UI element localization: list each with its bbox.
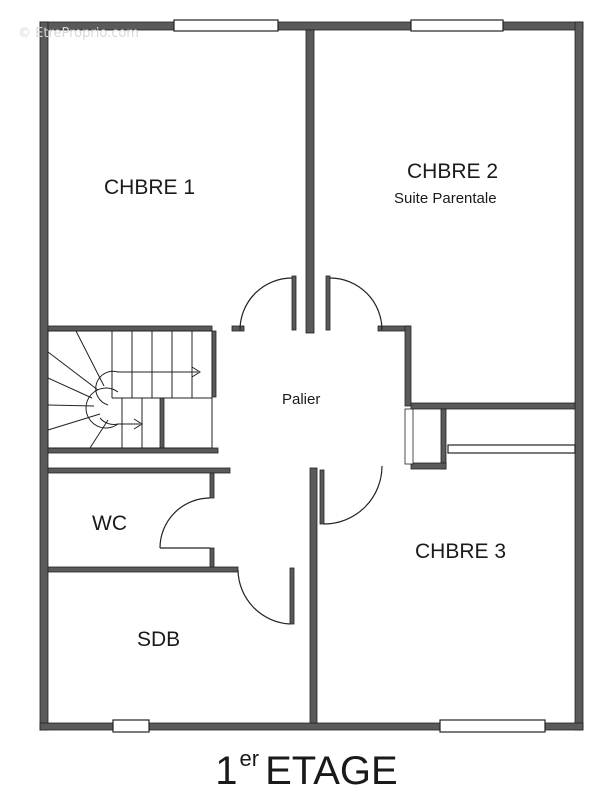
door-swing-chbre2 xyxy=(329,277,383,331)
walls xyxy=(39,21,584,731)
wall-chbre3-left xyxy=(309,467,318,724)
closet-rail xyxy=(447,444,576,454)
wall-chbre1-bottom-right xyxy=(231,325,245,332)
wall-left xyxy=(39,21,49,731)
window-chbre1 xyxy=(173,19,279,32)
stair-winder xyxy=(47,351,99,391)
stair-winder xyxy=(47,377,93,399)
floor-number: 1 xyxy=(215,749,238,793)
stair-arrow-head xyxy=(191,366,201,378)
wall-wc-top xyxy=(47,467,231,474)
jamb-sdb xyxy=(289,567,295,625)
door-swing-chbre3 xyxy=(323,465,383,525)
floor-name: ETAGE xyxy=(265,749,398,793)
window-sdb xyxy=(112,719,150,733)
stair-winder xyxy=(89,419,109,449)
stair-outline xyxy=(47,330,213,449)
floor-suffix: er xyxy=(239,746,260,771)
wall-chbre1-chbre2 xyxy=(305,29,315,334)
room-label-wc: WC xyxy=(92,512,127,535)
stair-arrow-head xyxy=(133,418,143,430)
door-swings xyxy=(159,277,383,625)
jamb-d1 xyxy=(291,275,297,331)
stair-newel xyxy=(85,387,119,429)
watermark: © EtreProprio.com xyxy=(18,26,139,41)
jamb-wc-top xyxy=(209,472,215,499)
wall-stair-bottom xyxy=(47,447,219,454)
wall-closet-right xyxy=(440,408,447,470)
window-chbre2 xyxy=(410,19,504,32)
room-label-chbre1: CHBRE 1 xyxy=(104,176,196,199)
jamb-d2 xyxy=(325,275,331,331)
room-label-sdb: SDB xyxy=(137,628,181,651)
closet-door xyxy=(404,408,414,465)
jamb-wc-bottom xyxy=(209,547,215,569)
wall-chbre1-bottom xyxy=(47,325,213,332)
staircase xyxy=(47,330,213,449)
room-sublabel-chbre2: Suite Parentale xyxy=(394,190,497,207)
wall-palier-right xyxy=(404,325,412,407)
door-swing-sdb xyxy=(237,569,291,625)
jamb-d3 xyxy=(319,469,325,525)
wall-chbre2-floor xyxy=(410,402,576,410)
wall-stair-right xyxy=(211,330,217,398)
window-chbre3 xyxy=(439,719,546,733)
wall-stair-post xyxy=(159,397,165,449)
windows xyxy=(112,19,576,733)
room-label-chbre3: CHBRE 3 xyxy=(415,540,507,563)
door-swing-wc xyxy=(159,497,211,549)
stair-arrow-line xyxy=(95,370,198,406)
room-label-palier: Palier xyxy=(282,391,321,408)
stair-arrow-line xyxy=(99,417,140,425)
wall-closet-bottom xyxy=(410,462,447,470)
stair-winder xyxy=(47,413,101,431)
wall-right xyxy=(574,21,584,731)
stair-winder xyxy=(75,330,105,387)
wall-wc-bottom xyxy=(47,566,239,573)
room-label-chbre2: CHBRE 2 xyxy=(407,160,499,183)
door-swing-chbre1 xyxy=(239,277,293,331)
stair-winder xyxy=(47,404,95,407)
